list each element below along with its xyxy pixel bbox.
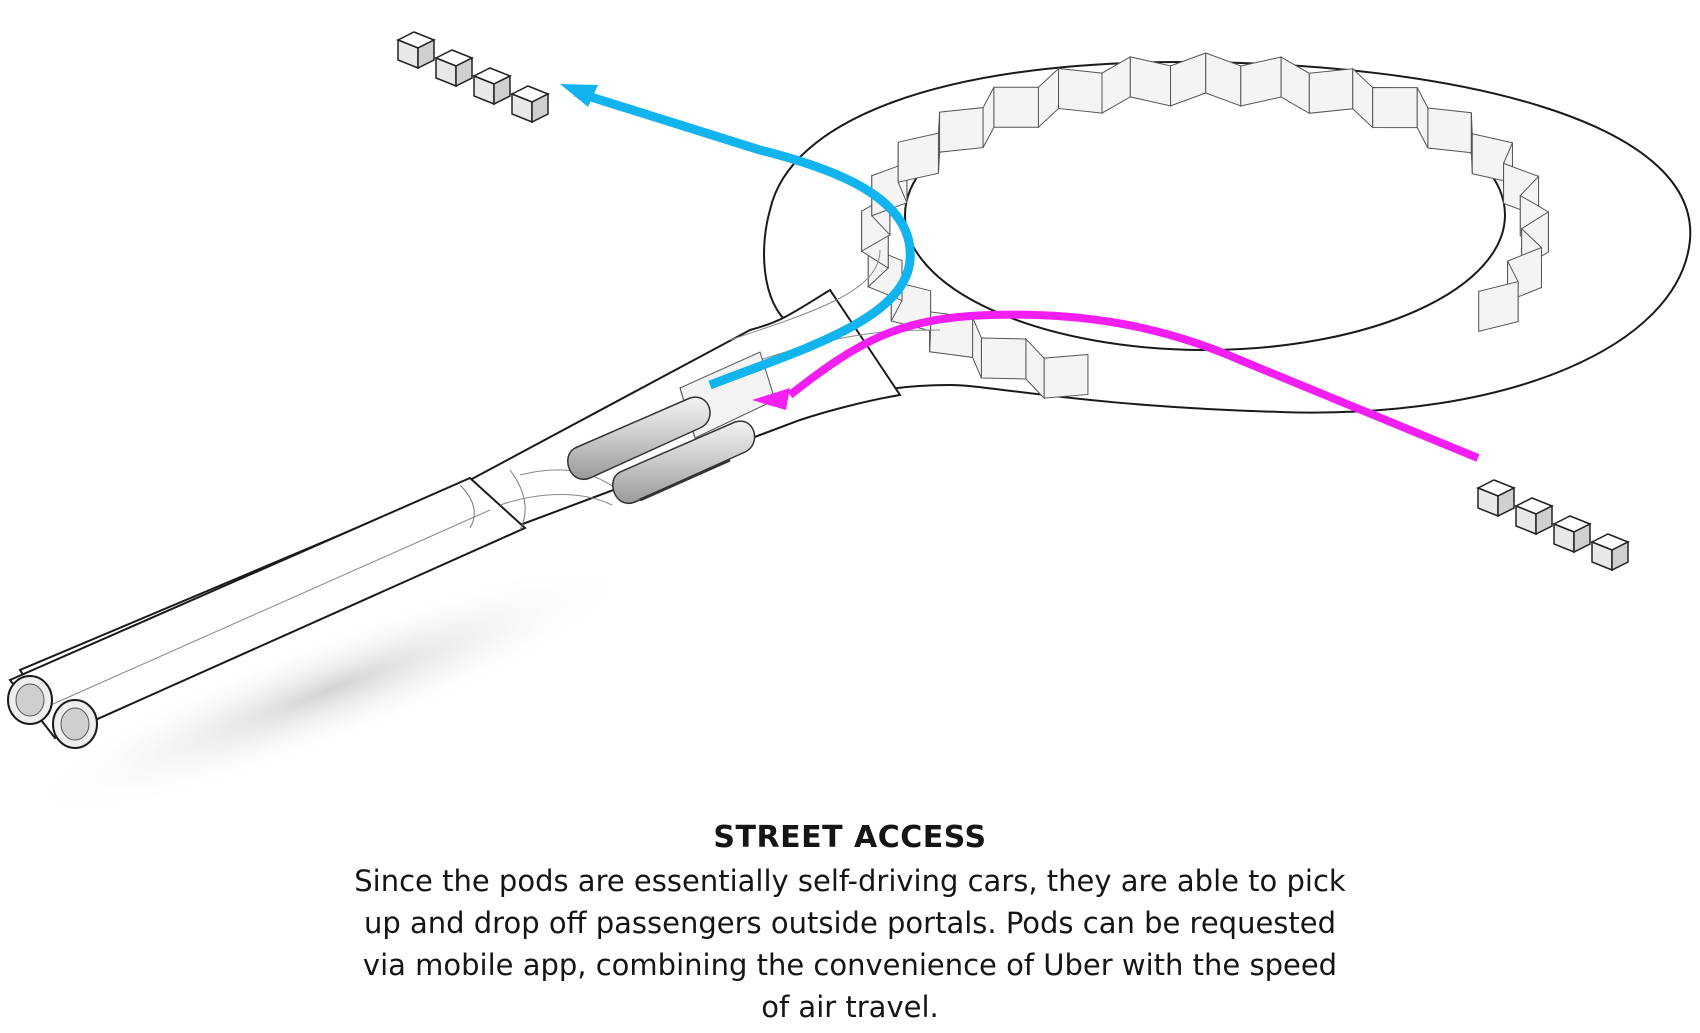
facade-panel [1372,87,1418,129]
car-pod-icon [1552,515,1592,554]
facade-panel [1478,280,1519,332]
zigzag-facade [861,52,1549,400]
caption-title: STREET ACCESS [713,820,987,855]
arrival-route [752,310,1480,462]
arrival-cars [1476,479,1630,572]
facade-panel [939,107,984,153]
arrival-route-line [787,310,1480,462]
facade-panel [993,86,1039,128]
departure-cars [396,31,550,124]
hyperloop-pods [567,396,756,505]
departure-route-line [573,87,915,390]
facade-panel [1043,353,1089,399]
facade-panel [897,132,939,183]
caption: STREET ACCESS Since the pods are essenti… [0,818,1700,1028]
tube-body [8,476,527,740]
tube-road [7,249,941,749]
facade-panel [1129,56,1172,107]
arrival-arrowhead [752,388,790,410]
facade-panel [1427,107,1472,154]
car-pod-icon [434,49,474,88]
car-pod-icon [1476,479,1516,518]
car-pod-icon [1590,533,1630,572]
facade-panel [1240,56,1282,107]
car-pod-icon [510,85,550,124]
pod-right [612,420,756,505]
facade-panel [1308,68,1354,114]
car-pod-icon [396,31,436,70]
pod-left [567,396,711,481]
car-pod-icon [472,67,512,106]
caption-body: Since the pods are essentially self-driv… [354,864,1346,1024]
car-pod-icon [1514,497,1554,536]
facade-panel [980,337,1027,380]
facade-panel [1058,67,1103,114]
tube-shadow [21,561,639,819]
departure-route [560,84,915,390]
departure-arrowhead [560,84,598,107]
portal-loop [758,52,1692,422]
